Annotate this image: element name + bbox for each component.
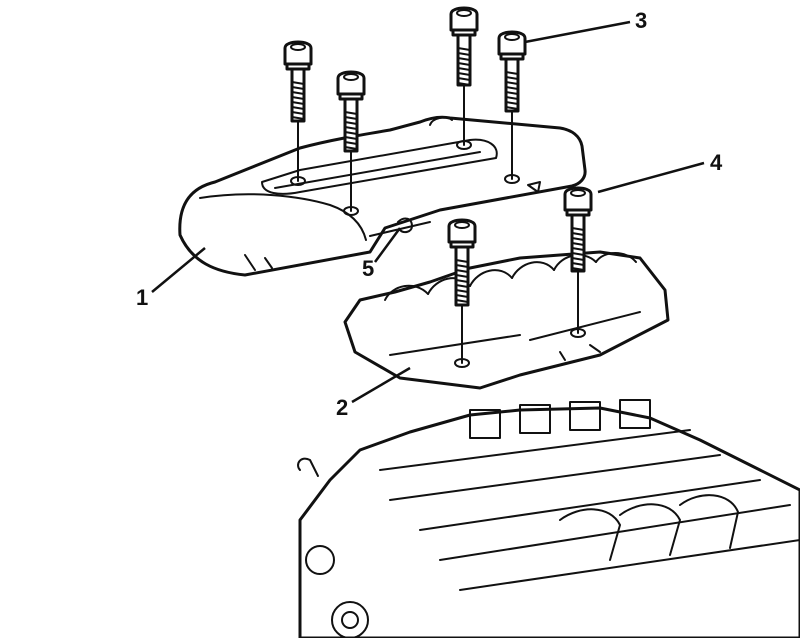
clip-part-5 bbox=[397, 217, 413, 234]
callout-3: 3 bbox=[635, 8, 647, 33]
bolt-icon bbox=[449, 6, 479, 150]
bolt-icon bbox=[447, 218, 477, 368]
lower-intake-cover bbox=[343, 250, 670, 390]
leader-lines bbox=[151, 20, 705, 404]
bolts-group bbox=[283, 6, 593, 368]
leader-line-3 bbox=[524, 20, 631, 44]
callout-1: 1 bbox=[136, 285, 148, 310]
engine-block bbox=[297, 399, 800, 638]
upper-engine-cover bbox=[178, 115, 587, 277]
leader-line-5 bbox=[373, 227, 402, 263]
bolt-icon bbox=[283, 40, 313, 186]
bolt-icon bbox=[563, 186, 593, 338]
callout-4: 4 bbox=[710, 150, 723, 175]
leader-line-4 bbox=[597, 161, 705, 194]
leader-line-1 bbox=[151, 247, 206, 293]
leader-line-2 bbox=[351, 366, 411, 404]
bolt-icon bbox=[336, 70, 366, 216]
callout-2: 2 bbox=[336, 395, 348, 420]
callout-5: 5 bbox=[362, 256, 374, 281]
bolt-icon bbox=[497, 30, 527, 184]
